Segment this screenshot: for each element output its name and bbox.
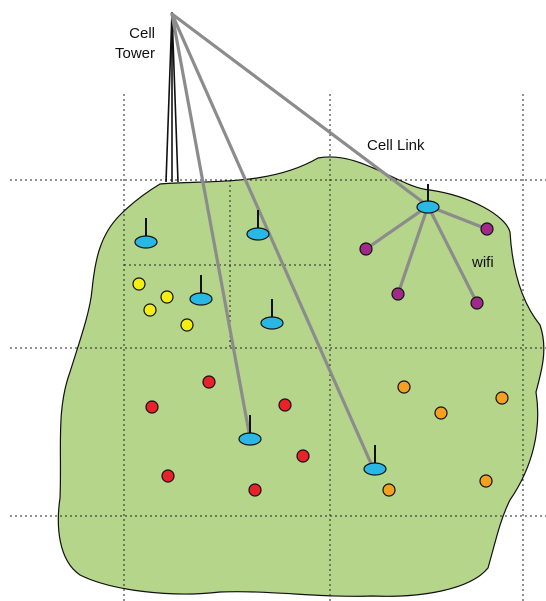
hub-node (416, 200, 440, 214)
red-devices (145, 375, 310, 497)
ground-node (363, 462, 387, 476)
ground-node (260, 316, 284, 330)
cell-links (170, 12, 430, 470)
grid-lines (10, 94, 546, 601)
ground-node (134, 235, 158, 249)
ground-node (238, 432, 262, 446)
cell-tower (165, 11, 179, 183)
tower-label-line1: Cell (129, 25, 155, 42)
ground-node (246, 227, 270, 241)
wifi-label: wifi (471, 254, 494, 271)
tower-label-line2: Tower (115, 45, 155, 62)
land-region (57, 156, 545, 597)
ground-node (189, 292, 213, 306)
orange-devices (382, 380, 509, 497)
yellow-devices (132, 277, 194, 332)
ground-nodes (134, 200, 440, 476)
cell-link-label: Cell Link (367, 137, 425, 154)
wifi-devices (359, 222, 494, 310)
